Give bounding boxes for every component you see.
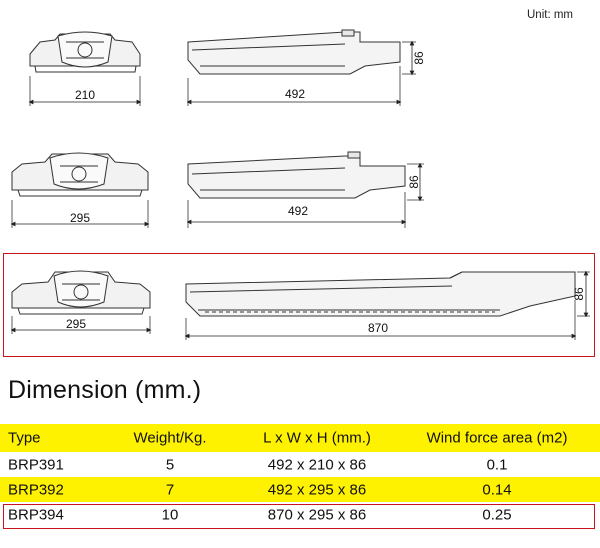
cell-dimensions: 870 x 295 x 86 <box>267 506 367 523</box>
front-view-brp394 <box>11 270 151 315</box>
cell-type: BRP392 <box>8 481 64 498</box>
table-row: BRP391 5 492 x 210 x 86 0.1 <box>0 452 600 477</box>
front-width-label-brp394: 295 <box>66 317 86 331</box>
unit-label: Unit: mm <box>527 9 573 21</box>
side-length-label-brp391: 492 <box>285 87 305 101</box>
table-header-row: Type Weight/Kg. L x W x H (mm.) Wind for… <box>0 424 600 452</box>
front-view-brp391 <box>29 31 141 73</box>
table-row: BRP392 7 492 x 295 x 86 0.14 <box>0 477 600 502</box>
cell-type: BRP394 <box>8 506 64 523</box>
height-label-brp392: 86 <box>407 175 421 189</box>
dimension-table: Type Weight/Kg. L x W x H (mm.) Wind for… <box>0 424 600 527</box>
front-width-dim-brp392 <box>10 200 150 228</box>
cell-dimensions: 492 x 210 x 86 <box>267 456 367 473</box>
cell-wind-force-area: 0.14 <box>482 481 512 498</box>
cell-wind-force-area: 0.25 <box>482 506 512 523</box>
cell-dimensions: 492 x 295 x 86 <box>267 481 367 498</box>
column-header-dimensions: L x W x H (mm.) <box>263 429 371 447</box>
side-view-brp391 <box>187 29 401 75</box>
front-width-dim-brp394 <box>10 316 152 334</box>
side-length-dim-brp391 <box>186 40 416 106</box>
dimension-drawings: 210 492 86 295 492 <box>10 29 590 340</box>
cell-wind-force-area: 0.1 <box>486 456 508 473</box>
front-width-label-brp391: 210 <box>75 88 95 102</box>
side-view-brp392 <box>187 151 406 199</box>
column-header-weight: Weight/Kg. <box>133 429 207 447</box>
side-length-label-brp392: 492 <box>288 204 308 218</box>
cell-weight: 10 <box>161 506 179 523</box>
column-header-type: Type <box>8 429 41 447</box>
front-width-dim-brp391 <box>28 76 142 106</box>
column-header-wind-force-area: Wind force area (m2) <box>426 429 568 447</box>
cell-weight: 5 <box>165 456 175 473</box>
height-label-brp391: 86 <box>412 51 426 65</box>
side-length-label-brp394: 870 <box>368 321 388 335</box>
height-label-brp394: 86 <box>572 287 586 301</box>
side-length-dim-brp392 <box>186 162 424 228</box>
table-row: BRP394 10 870 x 295 x 86 0.25 <box>0 502 600 527</box>
cell-type: BRP391 <box>8 456 64 473</box>
page-title: Dimension (mm.) <box>8 376 202 404</box>
cell-weight: 7 <box>165 481 175 498</box>
front-view-brp392 <box>11 152 149 197</box>
highlight-box-brp394-drawing <box>3 253 595 357</box>
highlight-box-brp394-row <box>3 504 595 529</box>
front-width-label-brp392: 295 <box>70 211 90 225</box>
side-length-dim-brp394 <box>184 270 590 340</box>
side-view-brp394 <box>185 271 576 317</box>
